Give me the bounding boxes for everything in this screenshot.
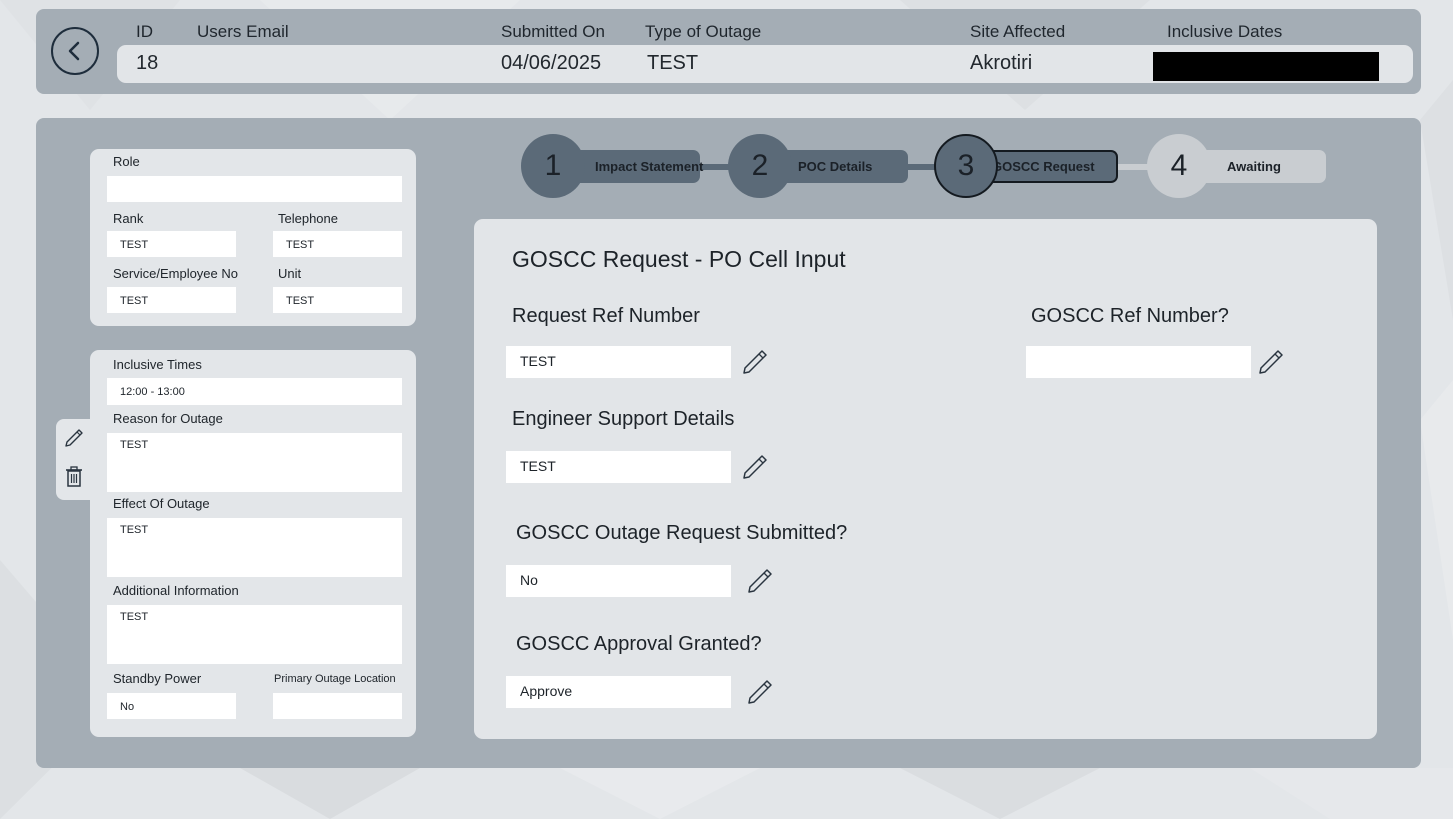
engineer-support-field[interactable]: TEST [506,451,731,483]
pencil-icon [748,680,772,704]
goscc-form-card: GOSCC Request - PO Cell Input Request Re… [474,219,1377,739]
step-connector [886,164,956,170]
record-header: ID Users Email Submitted On Type of Outa… [36,9,1421,94]
additional-info-field[interactable]: TEST [107,605,402,664]
main-panel: Role Rank Telephone TEST TEST Service/Em… [36,118,1421,768]
service-number-field[interactable]: TEST [107,287,236,313]
id-header: ID [136,22,153,41]
step-label: POC Details [798,159,873,174]
record-outage-type: TEST [647,52,699,74]
telephone-label: Telephone [278,211,338,226]
approval-granted-label: GOSCC Approval Granted? [516,633,762,655]
inclusive-times-label: Inclusive Times [113,357,202,372]
poc-card: Role Rank Telephone TEST TEST Service/Em… [90,149,416,326]
edit-request-ref-button[interactable] [741,348,769,376]
record-row[interactable]: 18 04/06/2025 TEST Akrotiri [117,45,1413,83]
record-submitted: 04/06/2025 [501,52,602,74]
edit-goscc-ref-button[interactable] [1257,348,1285,376]
request-ref-label: Request Ref Number [512,305,700,327]
step-number: 4 [1147,134,1211,198]
step-poc-details[interactable]: POC Details 2 [728,134,908,200]
standby-power-field[interactable]: No [107,693,236,719]
telephone-field[interactable]: TEST [273,231,402,257]
step-connector [676,164,736,170]
pencil-icon [743,455,767,479]
request-submitted-label: GOSCC Outage Request Submitted? [516,522,848,544]
primary-location-label: Primary Outage Location [274,673,396,685]
redacted-dates [1153,52,1379,81]
effect-label: Effect Of Outage [113,496,210,511]
form-title: GOSCC Request - PO Cell Input [512,246,846,272]
email-header: Users Email [197,22,289,41]
pencil-icon [1259,350,1283,374]
request-ref-field[interactable]: TEST [506,346,731,378]
step-impact-statement[interactable]: Impact Statement 1 [521,134,704,200]
record-tools [56,419,92,500]
unit-label: Unit [278,266,302,281]
edit-approval-granted-button[interactable] [746,678,774,706]
reason-field[interactable]: TEST [107,433,402,492]
goscc-ref-label: GOSCC Ref Number? [1031,305,1229,327]
standby-power-label: Standby Power [113,671,202,686]
edit-record-button[interactable] [63,427,85,449]
step-number: 1 [521,134,585,198]
additional-info-label: Additional Information [113,583,239,598]
role-label: Role [113,154,140,169]
unit-field[interactable]: TEST [273,287,402,313]
record-id: 18 [136,52,159,74]
details-card: Inclusive Times 12:00 - 13:00 Reason for… [90,350,416,737]
submitted-header: Submitted On [501,22,605,41]
step-goscc-request[interactable]: GOSCC Request 3 [934,134,1120,200]
role-field[interactable] [107,176,402,202]
step-number: 2 [728,134,792,198]
engineer-support-label: Engineer Support Details [512,408,735,430]
delete-record-button[interactable] [63,466,85,488]
reason-label: Reason for Outage [113,411,223,426]
pencil-icon [743,350,767,374]
step-label: Impact Statement [595,159,704,174]
step-number: 3 [934,134,998,198]
step-connector [1096,164,1156,170]
site-header: Site Affected [970,22,1066,41]
inclusive-times-field[interactable]: 12:00 - 13:00 [107,378,402,405]
outage-type-header: Type of Outage [645,22,762,41]
step-label: GOSCC Request [992,159,1095,174]
back-arrow-icon [68,41,80,61]
request-submitted-field[interactable]: No [506,565,731,597]
primary-location-field[interactable] [273,693,402,719]
record-site: Akrotiri [970,52,1033,74]
pencil-icon [748,569,772,593]
approval-granted-field[interactable]: Approve [506,676,731,708]
step-label: Awaiting [1227,159,1281,174]
trash-icon [66,466,82,487]
rank-field[interactable]: TEST [107,231,236,257]
rank-label: Rank [113,211,144,226]
goscc-ref-field[interactable] [1026,346,1251,378]
edit-engineer-support-button[interactable] [741,453,769,481]
edit-request-submitted-button[interactable] [746,567,774,595]
service-number-label: Service/Employee No [113,266,238,281]
back-button[interactable] [51,27,99,75]
effect-field[interactable]: TEST [107,518,402,577]
step-awaiting[interactable]: Awaiting 4 [1147,134,1327,200]
dates-header: Inclusive Dates [1167,22,1283,41]
pencil-icon [65,429,83,447]
